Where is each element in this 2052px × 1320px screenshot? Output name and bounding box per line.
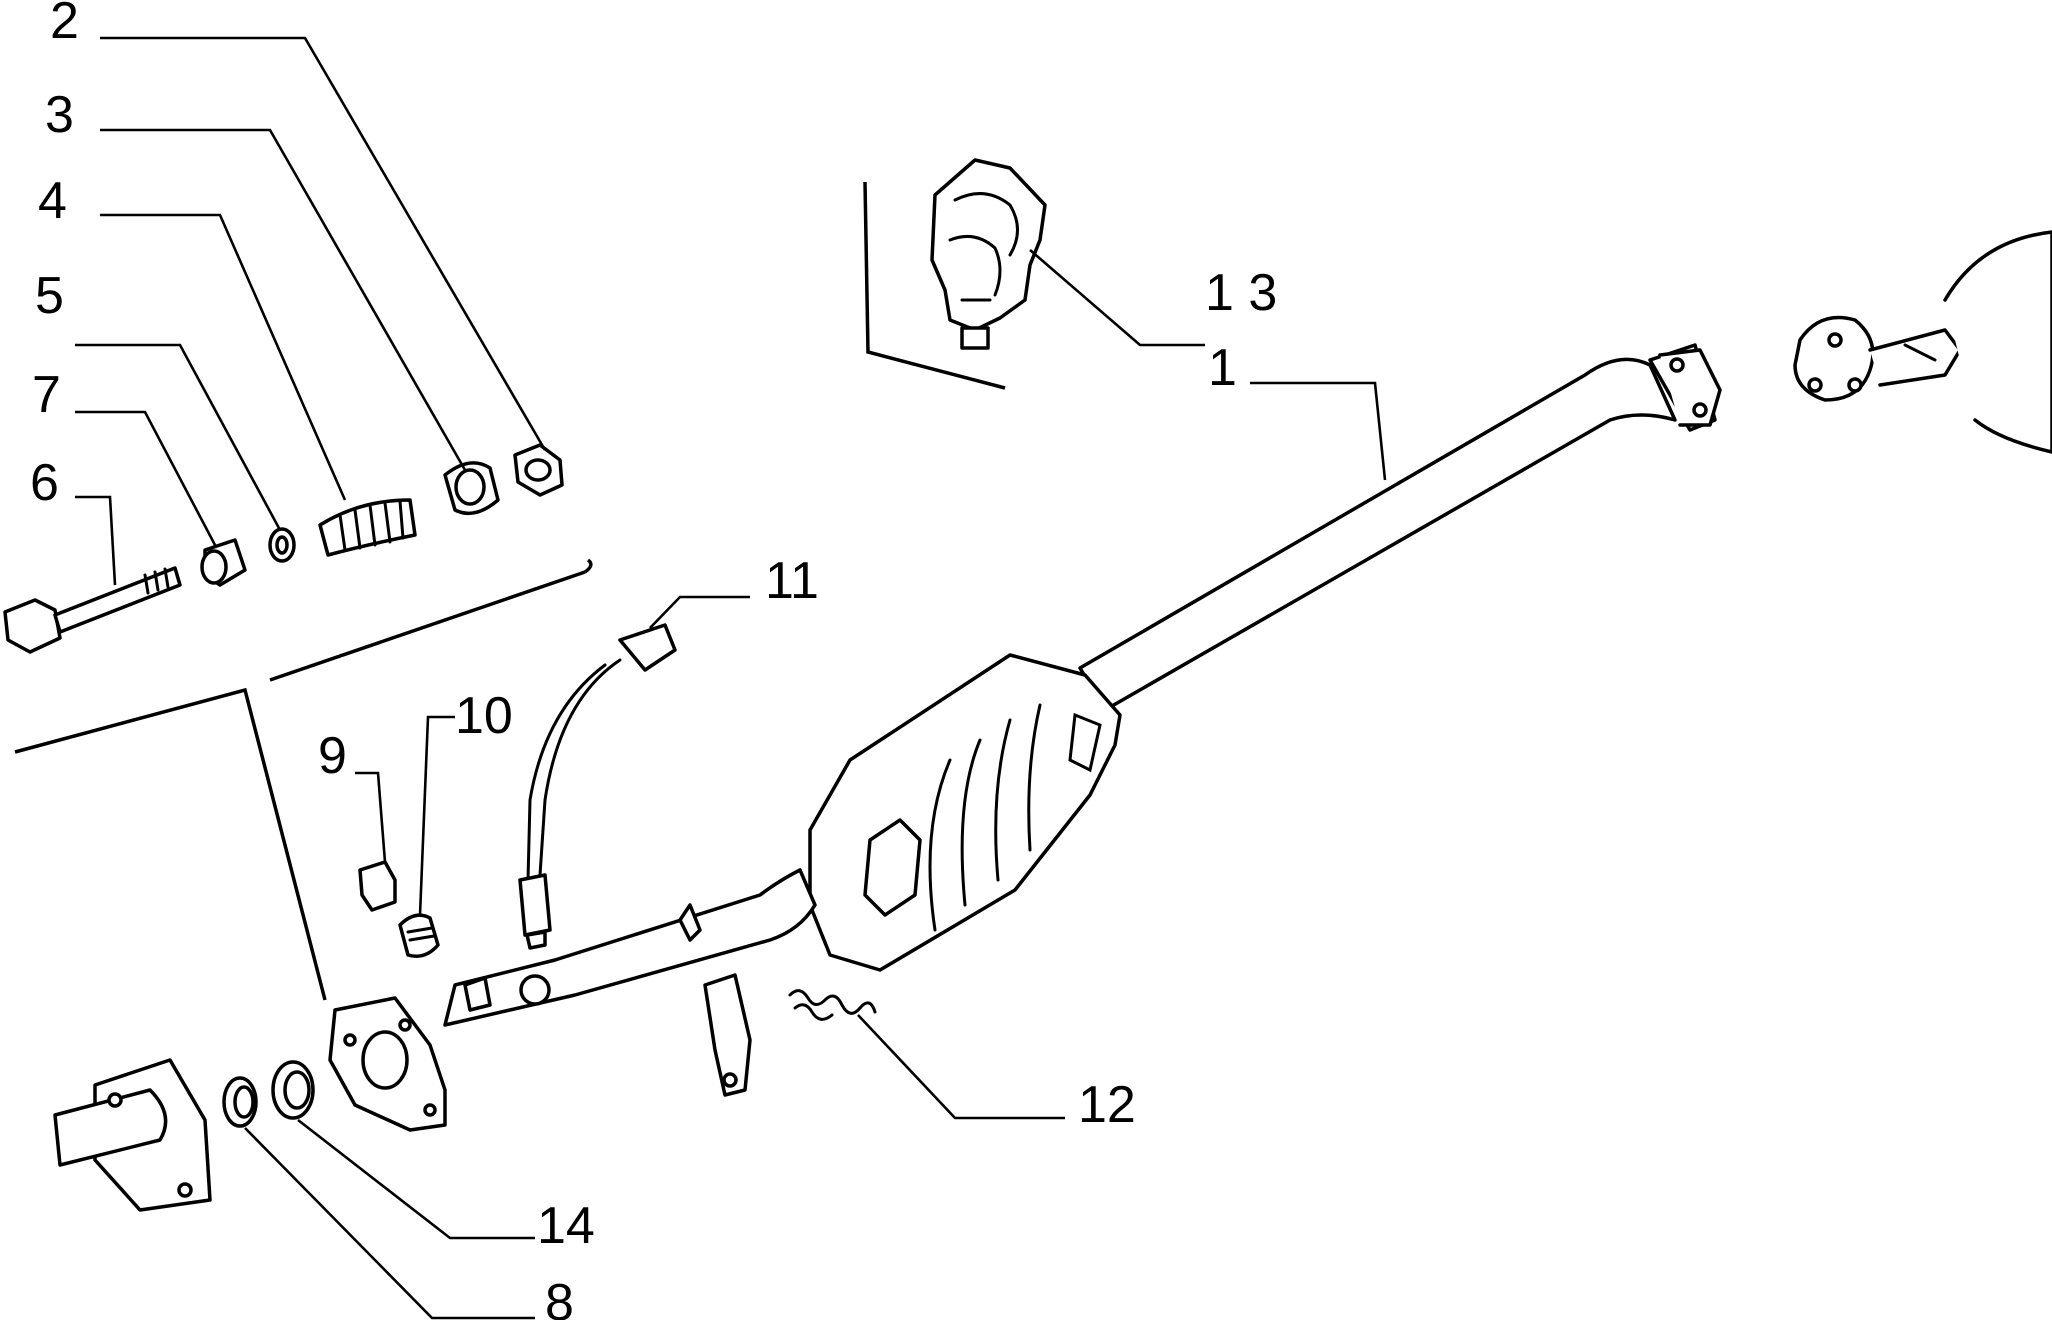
part-1-catalytic-exhaust-pipe [328,343,1722,1132]
part-8-ring [222,1076,258,1128]
callout-9: 9 [318,727,347,785]
callout-6: 6 [30,454,59,512]
part-13-hanger-bracket [930,158,1047,350]
part-2-nut [513,443,564,497]
part-14-gasket [271,1060,315,1120]
part-12-spring [788,989,877,1021]
callout-5: 5 [35,267,64,325]
callout-14: 14 [537,1197,595,1255]
callout-13: 1 3 [1205,264,1277,322]
part-5-washer [268,527,296,563]
detail-frame-lines [14,181,1006,1001]
rear-muffler-partial [1793,230,2052,454]
part-4-spring [318,498,417,557]
leader-lines [75,36,1387,1320]
part-3-collar [443,461,500,516]
part-6-bolt [3,566,182,654]
callout-8: 8 [545,1274,574,1320]
callout-10: 10 [455,687,513,745]
callout-2: 2 [50,0,79,50]
part-9-nut [358,860,397,912]
front-pipe-partial [53,1058,212,1212]
callout-1: 1 [1208,339,1237,397]
callout-12: 12 [1078,1076,1136,1134]
callout-3: 3 [45,86,74,144]
part-7-bushing [200,538,247,587]
part-10-stud [398,913,440,958]
callout-11: 11 [765,552,819,610]
callout-7: 7 [32,366,61,424]
part-11-lambda-sensor [518,623,677,950]
callout-labels: 2 3 4 5 7 6 9 10 11 12 1 3 1 14 8 [30,0,1277,1320]
callout-4: 4 [38,172,67,230]
